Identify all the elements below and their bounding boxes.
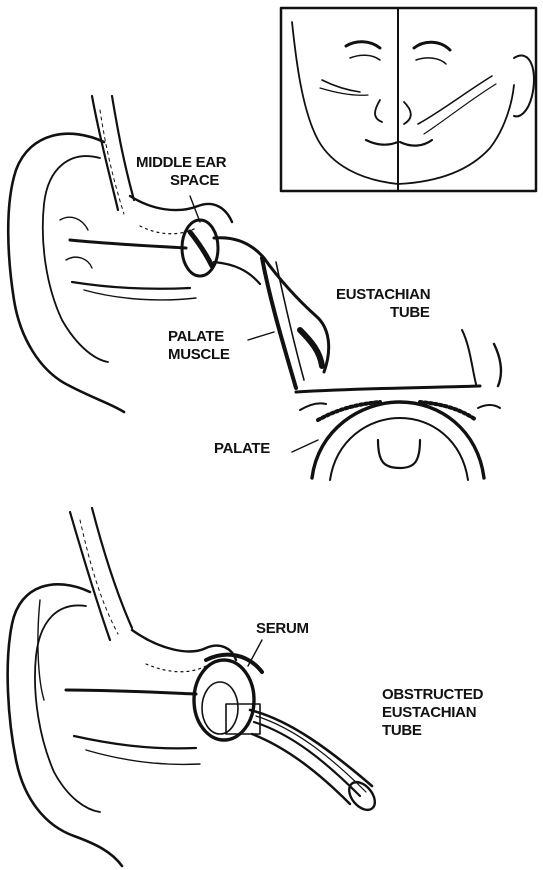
canal-upper-2 xyxy=(70,512,110,640)
ear-canal-2 xyxy=(66,690,196,694)
palate-bar xyxy=(296,386,480,392)
label-serum: SERUM xyxy=(256,620,309,638)
leader-palate xyxy=(292,440,318,452)
label-palate: PALATE xyxy=(214,440,270,458)
ear-canal xyxy=(70,240,186,248)
tube-opening xyxy=(344,777,380,814)
right-tube-line xyxy=(418,76,492,124)
obstructed-ear-diagram xyxy=(8,508,380,866)
face-comparison-inset xyxy=(281,8,536,191)
left-eye xyxy=(346,42,380,48)
right-ear xyxy=(514,56,534,117)
right-mouth xyxy=(400,140,432,146)
inset-frame xyxy=(281,8,536,191)
right-nose xyxy=(404,102,411,124)
outer-ear xyxy=(8,134,124,412)
label-eustachian-tube: EUSTACHIAN TUBE xyxy=(336,286,430,322)
leader-palate-muscle xyxy=(248,332,274,340)
label-middle-ear-space: MIDDLE EAR SPACE xyxy=(136,154,226,190)
label-obstructed-eustachian-tube: OBSTRUCTED EUSTACHIAN TUBE xyxy=(382,686,483,740)
left-mouth xyxy=(366,140,398,145)
label-palate-muscle: PALATE MUSCLE xyxy=(168,328,230,364)
bone-upper xyxy=(130,196,232,222)
obstructed-tube xyxy=(250,710,372,786)
palate-arch xyxy=(312,402,484,478)
left-nose xyxy=(375,100,382,122)
right-eye xyxy=(414,42,450,50)
